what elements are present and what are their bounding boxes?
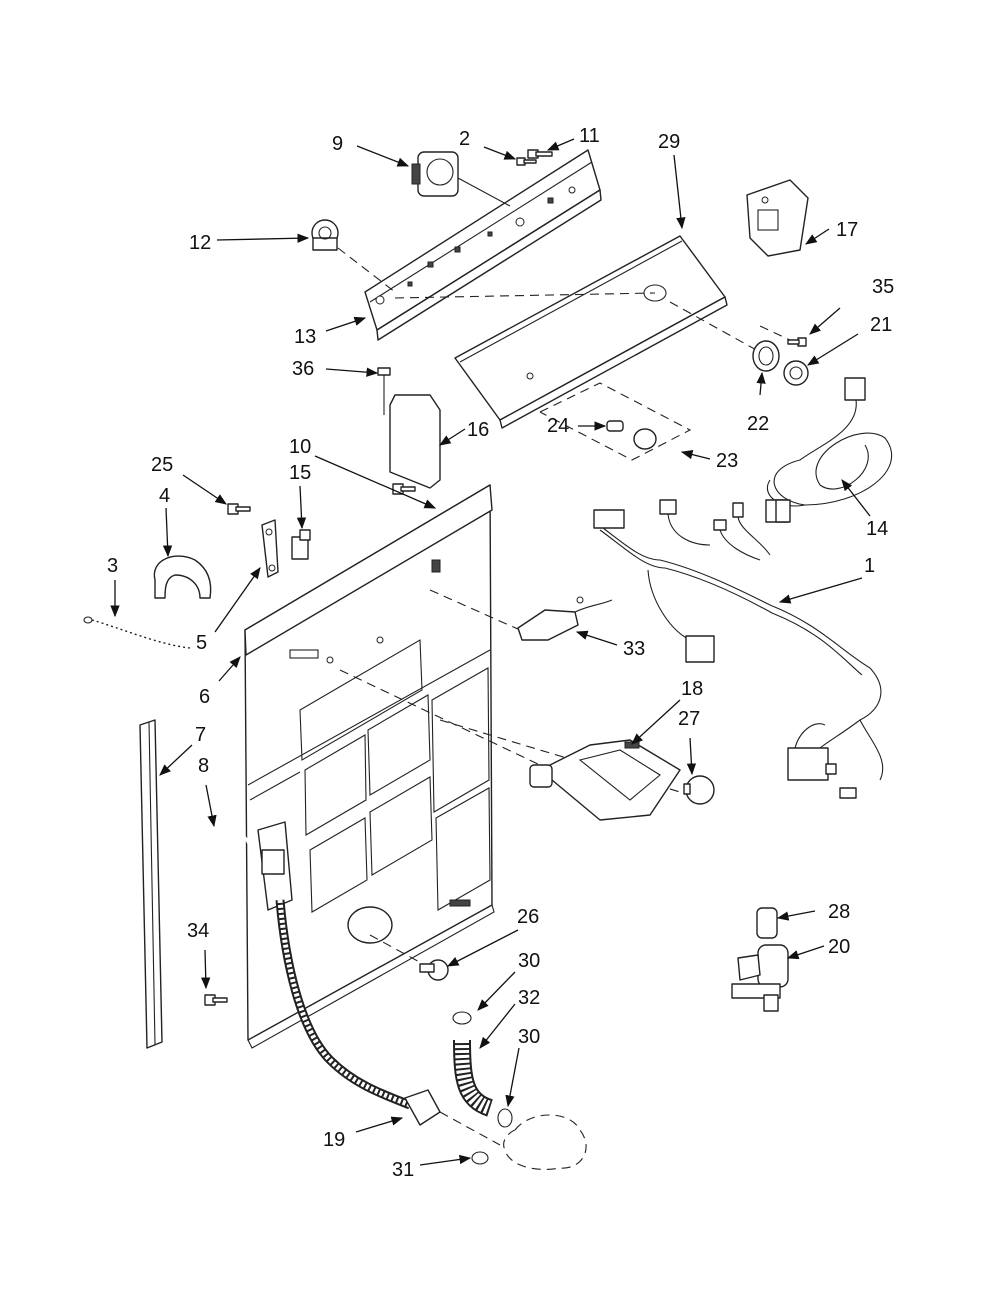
screw-2 (516, 157, 537, 166)
callout-34: 34 (187, 920, 209, 942)
callout-25: 25 (151, 454, 173, 476)
knob-assembly-22 (752, 340, 780, 372)
screw-25 (227, 503, 251, 515)
ground-wire-3 (83, 616, 191, 649)
callout-29: 29 (658, 131, 680, 153)
plug-27 (683, 775, 715, 805)
callout-22: 22 (747, 413, 769, 435)
drain-hose-19 (275, 899, 441, 1126)
side-trim-7 (139, 719, 163, 1049)
pump-outline (503, 1114, 587, 1170)
end-cover-16 (389, 394, 441, 489)
motor-20 (731, 944, 789, 1012)
callout-32: 32 (518, 987, 540, 1009)
callout-5: 5 (196, 632, 207, 654)
callout-11: 11 (579, 125, 600, 147)
knob-set-23 (539, 382, 692, 461)
callout-19: 19 (323, 1129, 345, 1151)
callout-18: 18 (681, 678, 703, 700)
clip-5 (261, 519, 279, 578)
callout-33: 33 (623, 638, 645, 660)
console-end-cap (746, 179, 809, 257)
callout-13: 13 (294, 326, 316, 348)
screw-11 (527, 149, 553, 159)
timer-knob-assembly (411, 151, 459, 197)
callout-12: 12 (189, 232, 211, 254)
callout-6: 6 (199, 686, 210, 708)
drain-elbow-32 (453, 1039, 494, 1117)
callout-7: 7 (195, 724, 206, 746)
callout-labels: 9 2 11 29 12 17 35 21 13 36 22 16 24 23 … (107, 125, 894, 1181)
callout-16: 16 (467, 419, 489, 441)
screw-35 (787, 337, 807, 347)
control-bracket (364, 149, 602, 341)
callout-30-bottom: 30 (518, 1026, 540, 1048)
strain-relief-4 (153, 555, 212, 599)
callout-9: 9 (332, 133, 343, 155)
water-valve-18 (529, 739, 681, 821)
callout-4: 4 (159, 485, 170, 507)
callout-15: 15 (289, 462, 311, 484)
callout-20: 20 (828, 936, 850, 958)
clip-15 (291, 529, 311, 560)
drain-cap-26 (419, 959, 449, 981)
callout-2: 2 (459, 128, 470, 150)
callout-10: 10 (289, 436, 311, 458)
bracket-33 (517, 596, 613, 641)
callout-30-top: 30 (518, 950, 540, 972)
callout-26: 26 (517, 906, 539, 928)
capacitor-28 (756, 907, 778, 939)
knob-21 (783, 360, 809, 386)
callout-31: 31 (392, 1159, 414, 1181)
callout-17: 17 (836, 219, 858, 241)
callout-23: 23 (716, 450, 738, 472)
callout-36: 36 (292, 358, 314, 380)
callout-3: 3 (107, 555, 118, 577)
callout-14: 14 (866, 518, 888, 540)
screw-36 (377, 367, 391, 415)
screw-34 (204, 994, 228, 1006)
wire-harness (593, 499, 884, 799)
screw-10 (392, 483, 416, 495)
callout-27: 27 (678, 708, 700, 730)
callout-35: 35 (872, 276, 894, 298)
clamp-30-bottom (497, 1108, 513, 1128)
clamp-31 (471, 1151, 489, 1165)
console-panel (454, 235, 728, 429)
callout-8: 8 (198, 755, 209, 777)
callout-1: 1 (864, 555, 875, 577)
leader-lines (110, 138, 871, 1166)
clamp-30-top (452, 1011, 472, 1025)
callout-21: 21 (870, 314, 892, 336)
selector-switch (311, 219, 339, 251)
callout-24: 24 (547, 415, 569, 437)
callout-28: 28 (828, 901, 850, 923)
rear-panel (244, 484, 495, 1049)
inlet-hose-8 (182, 821, 293, 911)
